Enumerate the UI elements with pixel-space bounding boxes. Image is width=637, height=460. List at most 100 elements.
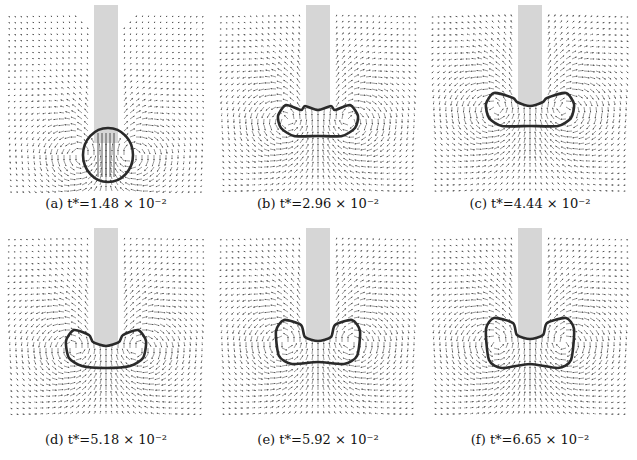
- velocity-vector: [406, 143, 408, 146]
- velocity-vector: [560, 15, 562, 17]
- velocity-vector: [378, 83, 383, 84]
- velocity-vector: [163, 191, 166, 192]
- velocity-vector: [67, 87, 70, 89]
- velocity-vector: [584, 28, 587, 29]
- velocity-vector: [402, 95, 404, 98]
- velocity-vector: [496, 50, 500, 53]
- velocity-vector: [188, 185, 190, 187]
- velocity-vector: [172, 149, 173, 153]
- velocity-vector: [87, 27, 88, 29]
- velocity-vector: [357, 189, 360, 191]
- velocity-vector: [384, 95, 388, 98]
- velocity-vector: [120, 170, 124, 173]
- velocity-vector: [34, 179, 36, 182]
- velocity-vector: [46, 179, 49, 182]
- velocity-vector: [383, 125, 384, 130]
- velocity-vector: [87, 63, 88, 65]
- velocity-vector: [51, 16, 52, 17]
- velocity-vector: [342, 91, 346, 95]
- velocity-vector: [220, 95, 222, 98]
- velocity-vector: [399, 179, 402, 180]
- velocity-vector: [360, 51, 363, 53]
- velocity-vector: [48, 125, 52, 127]
- velocity-vector: [172, 107, 175, 108]
- velocity-vector: [202, 107, 204, 108]
- velocity-vector: [431, 47, 434, 48]
- velocity-vector: [54, 137, 58, 140]
- velocity-vector: [366, 95, 371, 96]
- velocity-vector: [363, 184, 366, 185]
- velocity-vector: [237, 95, 240, 98]
- velocity-vector: [362, 178, 366, 179]
- velocity-vector: [46, 173, 49, 177]
- velocity-vector: [237, 65, 240, 66]
- velocity-vector: [348, 99, 353, 101]
- velocity-vector: [288, 170, 292, 173]
- velocity-vector: [16, 185, 18, 187]
- velocity-vector: [364, 125, 366, 130]
- velocity-vector: [412, 191, 414, 192]
- velocity-vector: [178, 107, 181, 108]
- velocity-vector: [262, 34, 264, 35]
- velocity-vector: [414, 65, 416, 66]
- velocity-vector: [620, 59, 623, 60]
- velocity-vector: [77, 148, 82, 149]
- velocity-vector: [297, 102, 300, 107]
- velocity-vector: [50, 58, 52, 59]
- velocity-vector: [166, 58, 168, 59]
- velocity-vector: [333, 169, 336, 173]
- velocity-vector: [171, 161, 172, 165]
- velocity-vector: [80, 75, 82, 77]
- velocity-vector: [156, 191, 160, 192]
- velocity-vector: [262, 16, 264, 17]
- velocity-vector: [305, 108, 306, 113]
- velocity-vector: [396, 107, 398, 111]
- velocity-vector: [32, 131, 34, 134]
- velocity-vector: [58, 191, 63, 192]
- velocity-vector: [276, 160, 281, 161]
- velocity-vector: [270, 190, 273, 191]
- velocity-vector: [276, 154, 281, 155]
- velocity-vector: [256, 22, 258, 23]
- velocity-vector: [249, 107, 252, 112]
- velocity-vector: [366, 58, 370, 59]
- velocity-vector: [182, 179, 184, 181]
- velocity-vector: [222, 143, 223, 146]
- velocity-vector: [58, 173, 62, 177]
- velocity-vector: [312, 126, 313, 131]
- velocity-vector: [160, 88, 163, 89]
- velocity-vector: [387, 149, 390, 152]
- velocity-vector: [266, 58, 270, 59]
- velocity-vector: [396, 77, 399, 78]
- velocity-vector: [300, 182, 302, 185]
- velocity-vector: [222, 167, 224, 169]
- velocity-vector: [478, 45, 482, 47]
- velocity-vector: [148, 94, 151, 95]
- velocity-vector: [148, 143, 152, 147]
- velocity-vector: [81, 69, 82, 71]
- velocity-vector: [578, 21, 580, 23]
- velocity-vector: [81, 51, 82, 53]
- velocity-vector: [255, 107, 258, 112]
- velocity-vector: [626, 65, 628, 67]
- velocity-vector: [44, 76, 46, 77]
- velocity-vector: [26, 119, 28, 121]
- velocity-vector: [584, 34, 587, 35]
- velocity-vector: [348, 44, 350, 47]
- velocity-vector: [160, 22, 161, 23]
- velocity-vector: [75, 27, 76, 29]
- velocity-vector: [124, 115, 128, 119]
- velocity-vector: [402, 65, 405, 66]
- velocity-vector: [196, 16, 198, 17]
- velocity-vector: [259, 95, 264, 97]
- velocity-vector: [70, 173, 75, 175]
- velocity-vector: [85, 109, 88, 113]
- velocity-vector: [38, 70, 40, 71]
- velocity-vector: [356, 177, 360, 179]
- velocity-vector: [45, 22, 46, 23]
- velocity-vector: [240, 143, 242, 146]
- velocity-vector: [10, 167, 11, 169]
- velocity-vector: [288, 152, 293, 155]
- velocity-vector: [548, 14, 549, 17]
- velocity-vector: [300, 176, 302, 179]
